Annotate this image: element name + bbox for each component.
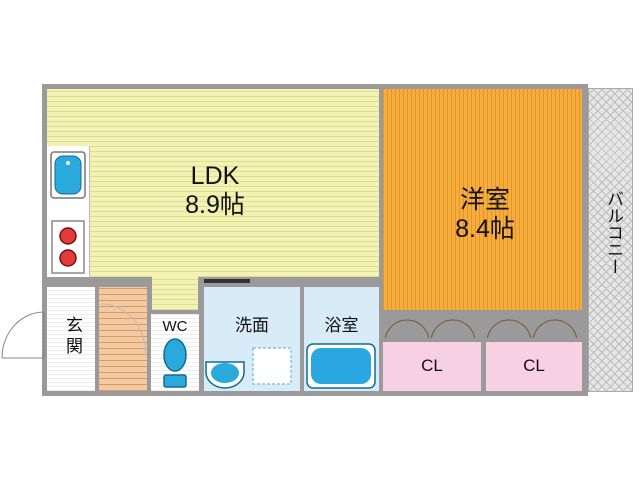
stove-icon bbox=[51, 220, 85, 274]
closet-2-label: CL bbox=[523, 356, 545, 375]
closet-2 bbox=[486, 342, 582, 391]
wash-basin-icon bbox=[205, 361, 245, 389]
bathtub-icon bbox=[306, 343, 376, 389]
interior-door-swing bbox=[101, 303, 147, 357]
western-name: 洋室 bbox=[459, 186, 510, 214]
entrance bbox=[47, 287, 95, 391]
washing-machine-pan-icon bbox=[252, 347, 292, 385]
balcony-label: バルコニー bbox=[604, 190, 623, 275]
toilet-icon bbox=[163, 338, 187, 388]
western-size: 8.4帖 bbox=[455, 214, 515, 243]
bath-label: 浴室 bbox=[324, 316, 359, 335]
partition-wash-bath bbox=[300, 287, 304, 391]
balcony bbox=[588, 88, 633, 392]
partition-entrance bbox=[95, 287, 99, 391]
door-ldk-wc bbox=[204, 279, 250, 283]
partition-wc-wash bbox=[199, 287, 204, 391]
entry-door-swing bbox=[1, 311, 45, 359]
partition-closets bbox=[481, 338, 486, 391]
ldk-name: LDK bbox=[190, 162, 240, 190]
partition-wc-top bbox=[147, 310, 204, 314]
ldk-corridor bbox=[152, 276, 198, 310]
partition-hall-wc bbox=[147, 287, 151, 391]
wc-label: WC bbox=[162, 318, 188, 335]
ldk-label: LDK 8.9帖 bbox=[150, 162, 280, 220]
washroom-label: 洗面 bbox=[235, 316, 269, 335]
ldk-room bbox=[47, 89, 379, 277]
partition-bath-top bbox=[198, 277, 379, 287]
closet-1-label: CL bbox=[421, 356, 443, 375]
partition-ldk-west bbox=[379, 89, 383, 391]
western-label: 洋室 8.4帖 bbox=[420, 186, 550, 244]
ldk-size: 8.9帖 bbox=[185, 190, 245, 219]
western-room bbox=[383, 89, 582, 310]
entrance-label: 玄関 bbox=[63, 316, 82, 358]
sink-icon bbox=[50, 151, 86, 199]
closet-1 bbox=[383, 342, 481, 391]
partition-ldk-bottom bbox=[47, 277, 152, 287]
